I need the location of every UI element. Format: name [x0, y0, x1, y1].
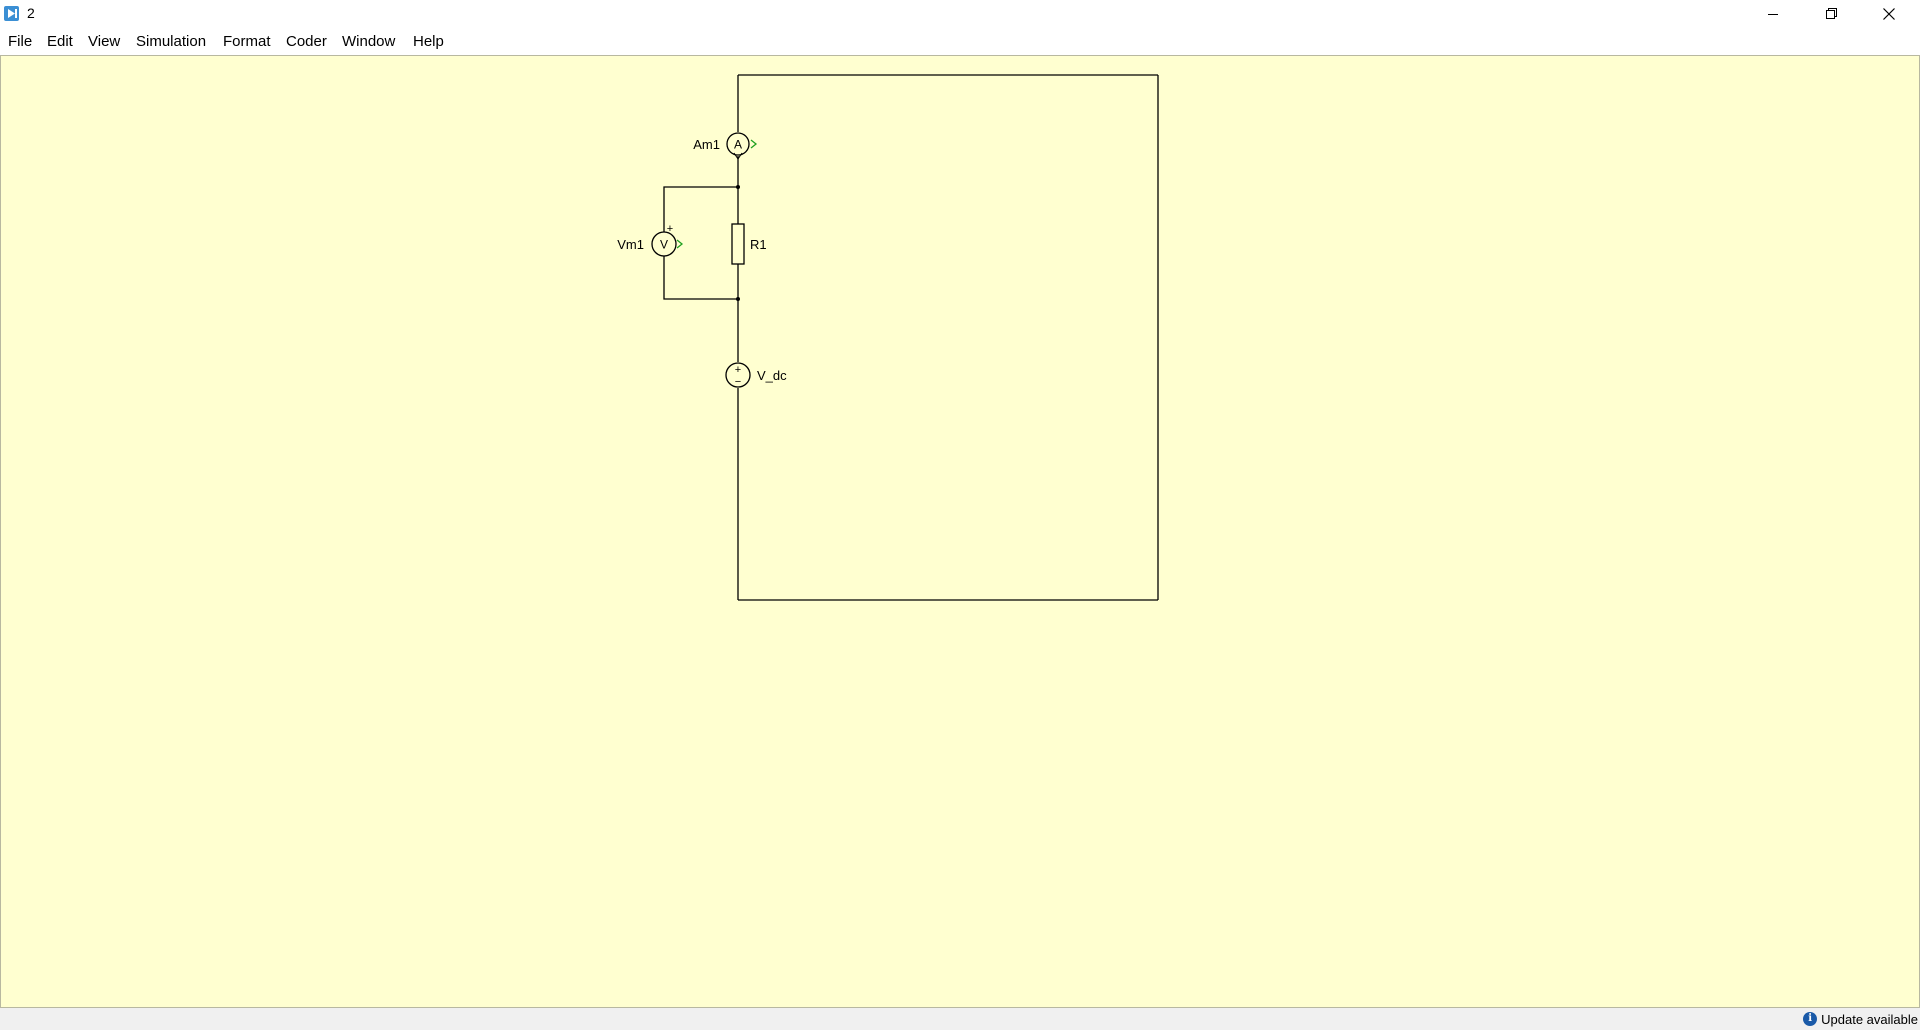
minimize-icon: [1768, 14, 1778, 15]
wire-vm-bottom: [663, 256, 738, 300]
source-plus: +: [735, 364, 741, 376]
junction-bottom: [736, 297, 740, 301]
model-canvas[interactable]: A Am1 V + Vm1 R1 + − V_dc: [0, 55, 1920, 1008]
source-label: V_dc: [757, 368, 787, 383]
voltage-source-vdc[interactable]: + − V_dc: [725, 362, 787, 388]
menu-format[interactable]: Format: [223, 33, 271, 50]
menu-simulation[interactable]: Simulation: [136, 33, 207, 50]
ammeter-symbol: A: [734, 138, 742, 152]
voltmeter-label: Vm1: [617, 237, 644, 252]
current-direction-arrow: [733, 152, 743, 160]
restore-icon: [1826, 8, 1837, 19]
menu-bar: File Edit View Simulation Format Coder W…: [0, 29, 1920, 56]
ammeter-am1[interactable]: A Am1: [693, 132, 758, 160]
source-minus: −: [735, 376, 741, 388]
menu-coder[interactable]: Coder: [286, 33, 327, 50]
voltmeter-symbol: V: [660, 238, 668, 252]
status-bar: i Update available: [0, 1008, 1920, 1030]
wire-vm-top: [663, 186, 738, 232]
resistor-r1[interactable]: R1: [731, 223, 767, 265]
voltmeter-vm1[interactable]: V + Vm1: [617, 223, 684, 257]
title-bar[interactable]: 2: [0, 0, 1920, 29]
output-port-arrow: [676, 239, 684, 249]
close-button[interactable]: [1860, 0, 1918, 29]
menu-window[interactable]: Window: [342, 33, 396, 50]
junction-top: [736, 185, 740, 189]
update-available-text: Update available: [1821, 1011, 1918, 1027]
app-icon: [4, 6, 19, 21]
window-title: 2: [27, 5, 35, 21]
menu-edit[interactable]: Edit: [47, 33, 73, 50]
menu-help[interactable]: Help: [413, 33, 444, 50]
voltmeter-plus: +: [667, 223, 673, 235]
minimize-button[interactable]: [1744, 0, 1802, 29]
maximize-button[interactable]: [1802, 0, 1860, 29]
info-icon: i: [1803, 1012, 1818, 1026]
menu-file[interactable]: File: [8, 33, 33, 50]
resistor-label: R1: [750, 237, 767, 252]
circuit-diagram: A Am1 V + Vm1 R1 + − V_dc: [617, 74, 1159, 601]
menu-view[interactable]: View: [88, 33, 121, 50]
output-port-arrow: [750, 139, 758, 149]
ammeter-label: Am1: [693, 137, 720, 152]
update-available-notice[interactable]: i Update available: [1803, 1011, 1918, 1027]
close-icon: [1883, 8, 1895, 20]
